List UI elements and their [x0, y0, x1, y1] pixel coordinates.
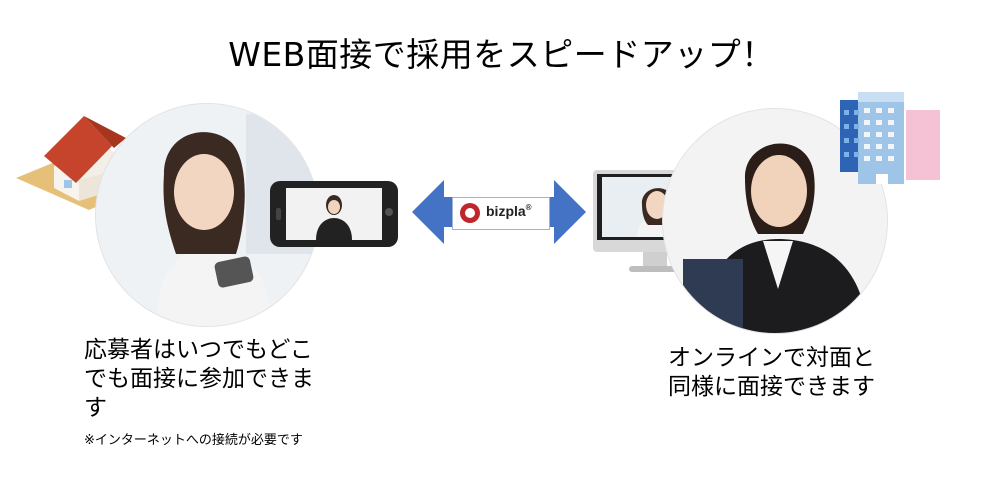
smartphone-icon: [270, 181, 398, 247]
internet-note: ※インターネットへの接続が必要です: [84, 433, 303, 448]
applicant-caption: 応募者はいつでもどこ でも面接に参加できま す: [84, 336, 374, 423]
applicant-caption-line: でも面接に参加できま: [84, 366, 314, 392]
building-icon: [840, 92, 940, 184]
interviewer-photo: [662, 108, 888, 334]
page-title: WEB面接で採用をスピードアップ！: [228, 35, 775, 74]
interviewer-caption-line: オンラインで対面と: [668, 345, 875, 371]
interviewer-caption: オンラインで対面と 同様に面接できます: [668, 344, 928, 402]
applicant-caption-line: す: [84, 395, 107, 421]
logo-registered-mark: ®: [525, 203, 532, 212]
applicant-caption-line: 応募者はいつでもどこ: [84, 337, 313, 363]
logo-text: bizpla: [486, 203, 526, 219]
interviewer-caption-line: 同様に面接できます: [668, 374, 875, 400]
bizpla-logo: [452, 197, 550, 230]
